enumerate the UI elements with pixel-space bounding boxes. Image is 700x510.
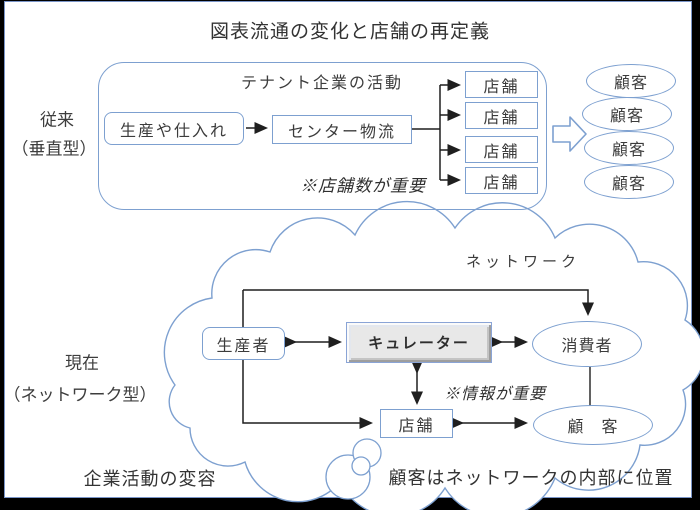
- tenant-activity-caption: テナント企業の活動: [240, 75, 404, 92]
- node-center-logistics: センター物流: [272, 115, 412, 144]
- node-customer-2: 顧客: [582, 97, 672, 131]
- node-production: 生産や仕入れ: [104, 112, 244, 145]
- node-producer: 生産者: [202, 327, 285, 360]
- network-cloud-label: ネットワーク: [465, 254, 581, 271]
- diagram-title: 図表流通の変化と店舗の再定義: [209, 21, 491, 43]
- cloud-tail-bubble-medium: [352, 438, 382, 468]
- node-customer-1: 顧客: [586, 64, 676, 98]
- node-store-2: 店舗: [465, 102, 538, 129]
- node-store-3: 店舗: [465, 136, 538, 163]
- node-customer-bottom: 顧 客: [533, 405, 653, 445]
- top-side-label-line1: 従来: [40, 110, 74, 130]
- node-store-bottom: 店舗: [380, 409, 453, 438]
- caption-customer-inside-network: 顧客はネットワークの内部に位置: [388, 468, 674, 488]
- cloud-tail-bubble-small: [351, 456, 371, 476]
- store-count-note: ※店舗数が重要: [300, 176, 426, 196]
- caption-company-change: 企業活動の変容: [83, 469, 217, 489]
- node-store-4: 店舗: [465, 167, 538, 194]
- tenant-activity-container: [98, 62, 547, 210]
- cloud-tail-bubble-large: [325, 454, 371, 500]
- node-curator: キュレーター: [346, 322, 492, 363]
- node-store-1: 店舗: [465, 71, 538, 98]
- information-note: ※情報が重要: [443, 386, 547, 403]
- top-side-label-line2: （垂直型）: [11, 139, 97, 159]
- bottom-side-label-line1: 現在: [65, 353, 99, 373]
- node-customer-3: 顧客: [584, 131, 674, 165]
- block-arrow-to-customers: [552, 116, 587, 152]
- node-consumer: 消費者: [532, 321, 642, 367]
- node-customer-4: 顧客: [584, 165, 674, 199]
- bottom-side-label-line2: （ネットワーク型）: [3, 385, 157, 405]
- arrow-loop-to-consumer: [243, 289, 594, 316]
